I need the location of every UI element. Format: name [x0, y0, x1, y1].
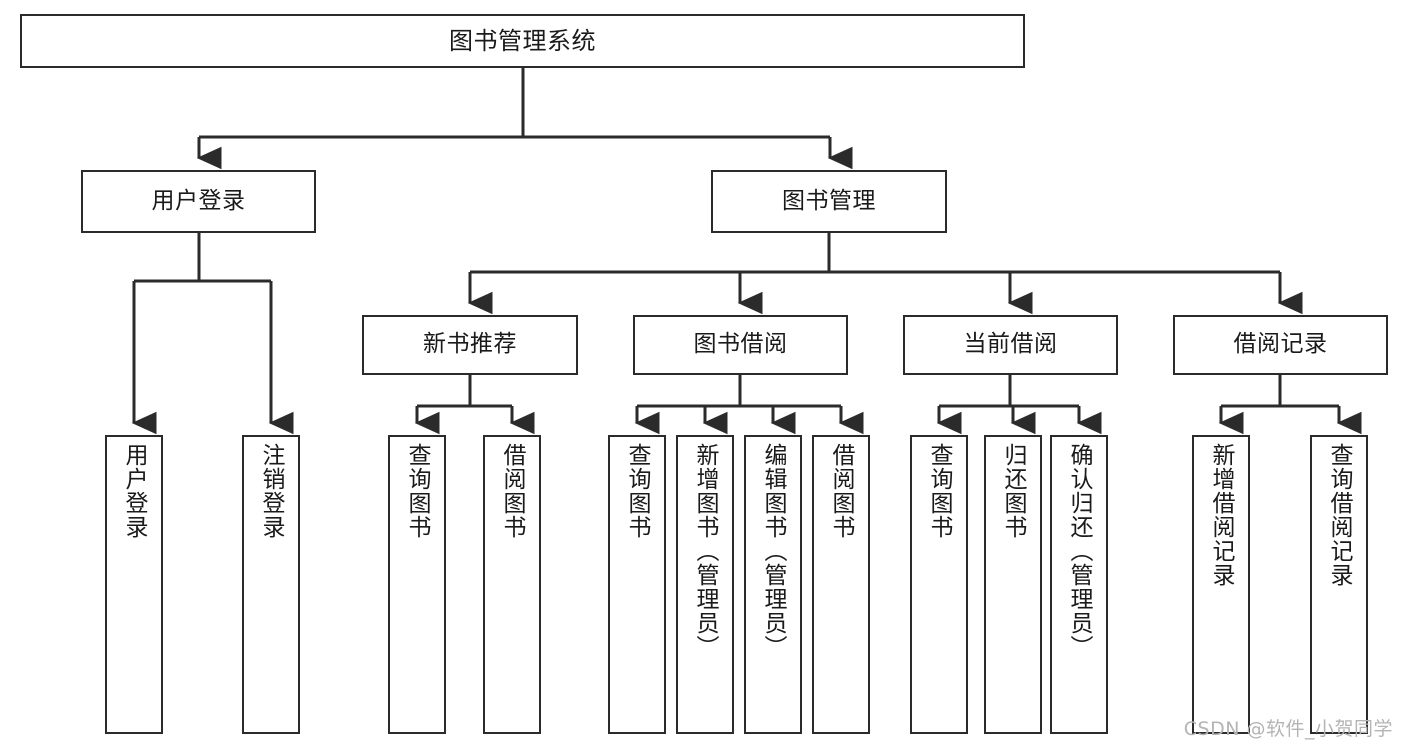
leaf-confirm-return-admin-label: 确认归还（管理员） — [1066, 443, 1093, 659]
csdn-watermark: CSDN @软件_小贺同学 — [1183, 718, 1393, 740]
leaf-query-book-current[interactable]: 查询图书 — [910, 435, 968, 734]
node-new-book-recommend[interactable]: 新书推荐 — [362, 315, 578, 375]
node-current-borrow[interactable]: 当前借阅 — [903, 315, 1118, 375]
node-book-management[interactable]: 图书管理 — [711, 170, 947, 233]
leaf-add-book-admin[interactable]: 新增图书（管理员） — [676, 435, 734, 734]
node-root[interactable]: 图书管理系统 — [20, 14, 1025, 68]
leaf-query-book-borrow-label: 查询图书 — [624, 443, 651, 539]
leaf-add-book-admin-label: 新增图书（管理员） — [692, 443, 719, 659]
leaf-query-book-newbook[interactable]: 查询图书 — [388, 435, 446, 734]
node-user-login[interactable]: 用户登录 — [81, 170, 316, 233]
node-book-borrow-label: 图书借阅 — [693, 331, 788, 358]
node-root-label: 图书管理系统 — [449, 26, 596, 55]
leaf-logout[interactable]: 注销登录 — [242, 435, 300, 734]
leaf-edit-book-admin-label: 编辑图书（管理员） — [760, 443, 787, 659]
leaf-edit-book-admin[interactable]: 编辑图书（管理员） — [744, 435, 802, 734]
leaf-borrow-book-newbook-label: 借阅图书 — [499, 443, 526, 539]
node-borrow-record-label: 借阅记录 — [1233, 331, 1328, 358]
leaf-add-borrow-record-label: 新增借阅记录 — [1208, 443, 1235, 587]
leaf-return-book[interactable]: 归还图书 — [984, 435, 1042, 734]
leaf-query-book-newbook-label: 查询图书 — [404, 443, 431, 539]
node-user-login-label: 用户登录 — [151, 187, 246, 214]
leaf-lend-book-label: 借阅图书 — [828, 443, 855, 539]
leaf-user-login-label: 用户登录 — [121, 443, 148, 539]
leaf-confirm-return-admin[interactable]: 确认归还（管理员） — [1050, 435, 1108, 734]
leaf-add-borrow-record[interactable]: 新增借阅记录 — [1192, 435, 1250, 734]
leaf-user-login[interactable]: 用户登录 — [105, 435, 163, 734]
node-current-borrow-label: 当前借阅 — [963, 331, 1058, 358]
leaf-query-book-current-label: 查询图书 — [926, 443, 953, 539]
node-book-borrow[interactable]: 图书借阅 — [633, 315, 848, 375]
leaf-query-borrow-record-label: 查询借阅记录 — [1326, 443, 1353, 587]
node-borrow-record[interactable]: 借阅记录 — [1173, 315, 1388, 375]
node-book-management-label: 图书管理 — [782, 187, 876, 214]
leaf-lend-book[interactable]: 借阅图书 — [812, 435, 870, 734]
node-new-book-recommend-label: 新书推荐 — [423, 331, 517, 358]
leaf-query-borrow-record[interactable]: 查询借阅记录 — [1310, 435, 1368, 734]
leaf-return-book-label: 归还图书 — [1000, 443, 1027, 539]
leaf-borrow-book-newbook[interactable]: 借阅图书 — [483, 435, 541, 734]
leaf-query-book-borrow[interactable]: 查询图书 — [608, 435, 666, 734]
leaf-logout-label: 注销登录 — [258, 443, 285, 539]
